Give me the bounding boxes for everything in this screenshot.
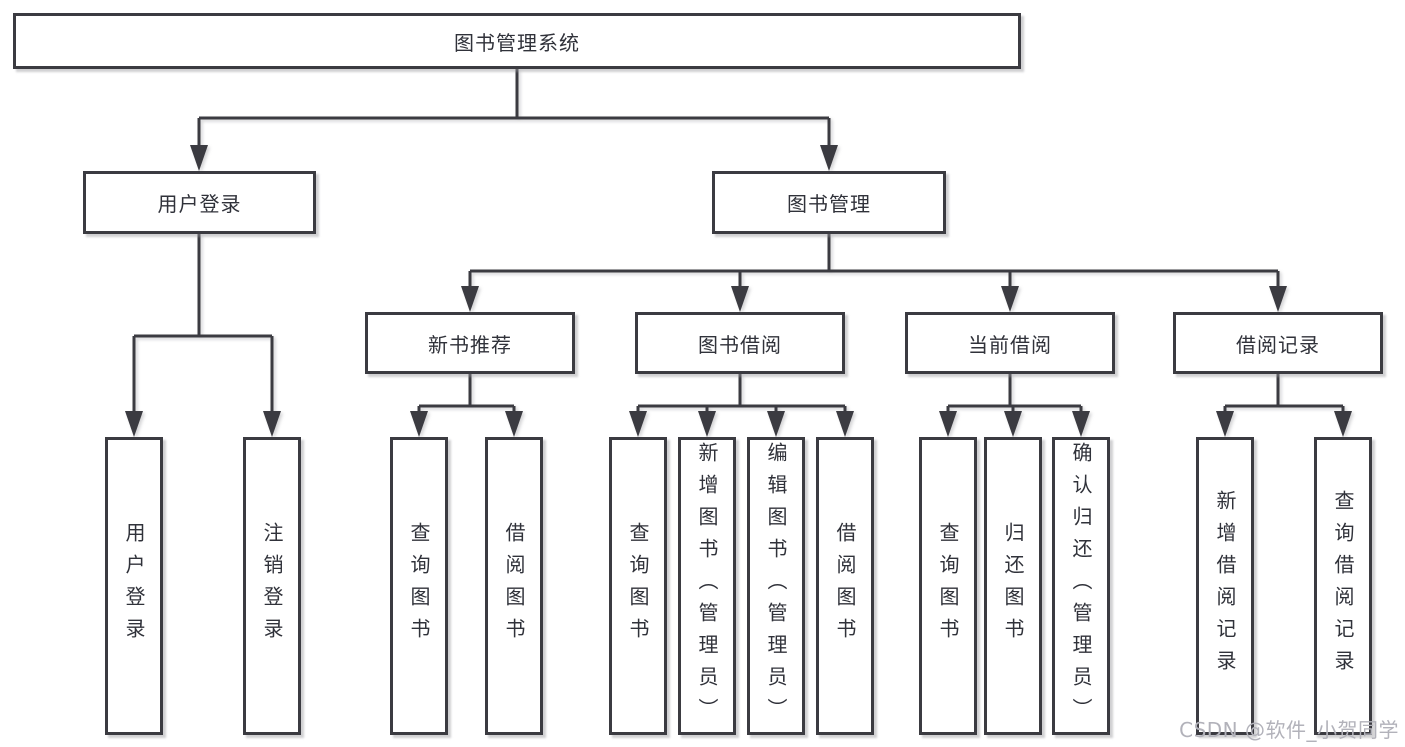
node-user-login: 用户登录: [83, 171, 316, 234]
watermark-text: CSDN @软件_小贺同学: [1179, 718, 1399, 742]
leaf-query-books-borrow: 查询图书: [609, 437, 667, 735]
leaf-add-borrow-record: 新增借阅记录: [1196, 437, 1254, 735]
leaf-query-books-current-label: 查询图书: [936, 522, 960, 650]
leaf-borrow-books-label: 借阅图书: [833, 522, 857, 650]
connector-borrow-records-to-leaves: [1216, 374, 1352, 437]
leaf-user-login-label: 用户登录: [122, 522, 146, 650]
node-book-management-label: 图书管理: [787, 192, 871, 216]
connector-user-login-to-leaves: [125, 234, 281, 437]
leaf-logout: 注销登录: [243, 437, 301, 735]
leaf-user-login: 用户登录: [105, 437, 163, 735]
node-new-book-recommend: 新书推荐: [365, 312, 575, 374]
leaf-logout-label: 注销登录: [260, 522, 284, 650]
leaf-edit-book-admin: 编辑图书（管理员）: [747, 437, 805, 735]
leaf-query-books-borrow-label: 查询图书: [626, 522, 650, 650]
node-user-login-label: 用户登录: [157, 192, 242, 216]
leaf-borrow-books: 借阅图书: [816, 437, 874, 735]
connector-book-management-to-level3: [461, 234, 1287, 312]
connector-root-to-level2: [190, 69, 838, 171]
node-borrow-records: 借阅记录: [1173, 312, 1383, 374]
node-book-borrow-label: 图书借阅: [698, 332, 782, 357]
leaf-edit-book-admin-label: 编辑图书（管理员）: [764, 442, 788, 730]
connector-current-borrow-to-leaves: [939, 374, 1090, 437]
leaf-add-book-admin: 新增图书（管理员）: [678, 437, 736, 735]
leaf-borrow-books-recommend-label: 借阅图书: [502, 522, 526, 650]
node-new-book-recommend-label: 新书推荐: [428, 332, 512, 357]
leaf-query-books-current: 查询图书: [919, 437, 977, 735]
node-book-borrow: 图书借阅: [635, 312, 845, 374]
leaf-confirm-return-admin: 确认归还（管理员）: [1052, 437, 1110, 735]
leaf-query-books-recommend-label: 查询图书: [407, 522, 431, 650]
leaf-query-borrow-record: 查询借阅记录: [1314, 437, 1372, 735]
leaf-confirm-return-admin-label: 确认归还（管理员）: [1069, 442, 1093, 730]
node-book-management: 图书管理: [712, 171, 946, 234]
leaf-add-book-admin-label: 新增图书（管理员）: [695, 442, 719, 730]
node-current-borrow-label: 当前借阅: [968, 332, 1052, 357]
leaf-return-books: 归还图书: [984, 437, 1042, 735]
node-library-management-system: 图书管理系统: [13, 13, 1021, 69]
leaf-query-books-recommend: 查询图书: [390, 437, 448, 735]
connector-new-book-recommend-to-leaves: [410, 374, 523, 437]
leaf-return-books-label: 归还图书: [1001, 522, 1025, 650]
leaf-borrow-books-recommend: 借阅图书: [485, 437, 543, 735]
node-borrow-records-label: 借阅记录: [1236, 332, 1320, 357]
leaf-query-borrow-record-label: 查询借阅记录: [1331, 490, 1355, 682]
node-current-borrow: 当前借阅: [905, 312, 1115, 374]
connector-book-borrow-to-leaves: [629, 374, 854, 437]
leaf-add-borrow-record-label: 新增借阅记录: [1213, 490, 1237, 682]
node-library-management-system-label: 图书管理系统: [454, 30, 580, 55]
